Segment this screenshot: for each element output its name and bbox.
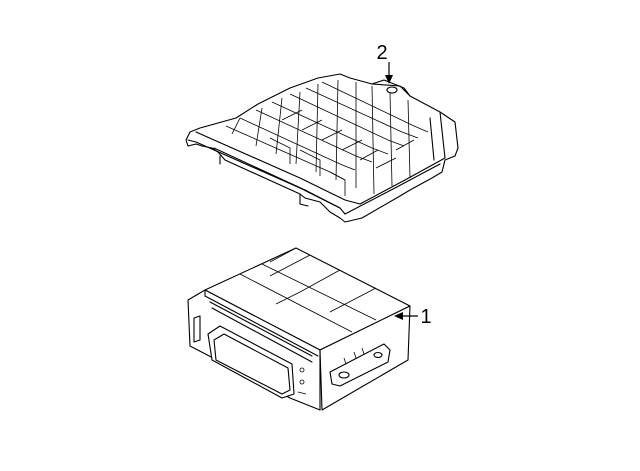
callout-label-1: 1 xyxy=(420,306,431,328)
callout-arrowhead-2 xyxy=(385,75,393,84)
control-module[interactable] xyxy=(187,247,411,411)
callout-2[interactable]: 2 xyxy=(376,42,393,84)
mounting-bracket[interactable] xyxy=(185,73,459,223)
callout-arrowhead-1 xyxy=(394,312,403,320)
callout-1[interactable]: 1 xyxy=(394,306,432,328)
callout-label-2: 2 xyxy=(376,42,387,64)
